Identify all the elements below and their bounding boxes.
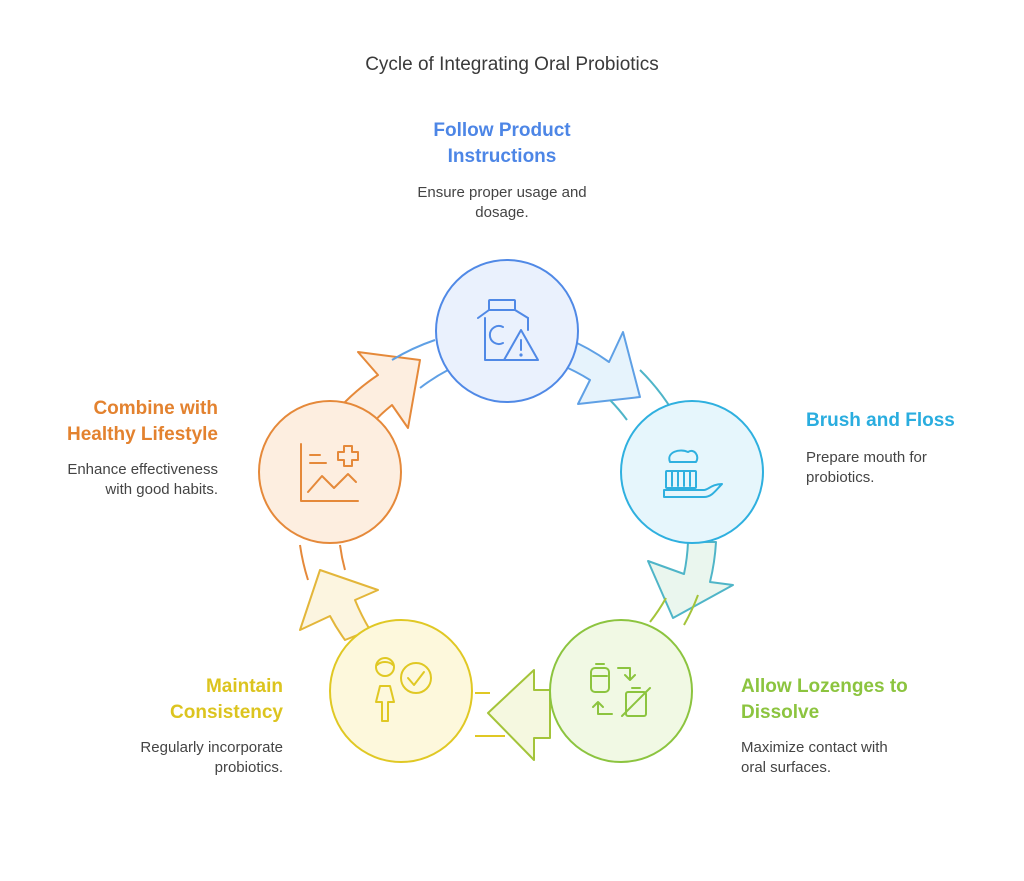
step-title-line: Combine with: [93, 398, 218, 419]
toothbrush-icon: [663, 449, 723, 498]
step-title-line: Healthy Lifestyle: [67, 424, 218, 445]
step-desc-brush-floss: Prepare mouth for probiotics.: [806, 448, 1006, 488]
step-desc-line: oral surfaces.: [741, 759, 832, 776]
step-circle-allow-lozenges[interactable]: [549, 619, 693, 763]
step-title-line: Brush and Floss: [806, 410, 955, 431]
step-desc-line: with good habits.: [105, 481, 218, 498]
step-title-line: Allow Lozenges to: [741, 676, 908, 697]
product-warning-icon: [477, 299, 539, 361]
step-circle-follow-instructions[interactable]: [435, 259, 579, 403]
step-desc-line: Enhance effectiveness: [67, 461, 218, 478]
lozenge-dissolve-icon: [590, 663, 651, 717]
step-title-follow-instructions: Follow Product Instructions: [382, 118, 622, 170]
step-desc-line: probiotics.: [214, 759, 283, 776]
step-title-line: Maintain: [205, 676, 283, 697]
step-desc-line: Regularly incorporate: [140, 739, 283, 756]
step-title-line: Dissolve: [741, 702, 820, 723]
step-title-line: Instructions: [447, 146, 557, 167]
diagram-title: Cycle of Integrating Oral Probiotics: [365, 54, 659, 75]
step-desc-line: dosage.: [475, 204, 529, 221]
person-check-icon: [375, 657, 432, 722]
step-desc-healthy-lifestyle: Enhance effectiveness with good habits.: [18, 460, 218, 500]
step-desc-line: Maximize contact with: [741, 739, 888, 756]
step-title-maintain-consistency: Maintain Consistency: [83, 674, 283, 726]
step-desc-line: Prepare mouth for: [806, 449, 927, 466]
step-title-healthy-lifestyle: Combine with Healthy Lifestyle: [18, 396, 218, 448]
step-desc-follow-instructions: Ensure proper usage and dosage.: [382, 183, 622, 223]
step-desc-line: probiotics.: [806, 469, 875, 486]
step-circle-healthy-lifestyle[interactable]: [258, 400, 402, 544]
step-title-line: Consistency: [170, 702, 283, 723]
step-circles: [258, 259, 764, 763]
health-chart-icon: [300, 443, 359, 502]
step-circle-maintain-consistency[interactable]: [329, 619, 473, 763]
step-title-allow-lozenges: Allow Lozenges to Dissolve: [741, 674, 981, 726]
arrow-step2-to-step3: [647, 541, 734, 619]
step-title-brush-floss: Brush and Floss: [806, 408, 1006, 434]
step-title-line: Follow Product: [433, 120, 571, 141]
arrow-step3-to-step4: [487, 669, 551, 761]
arrow-step4-to-step5: [299, 569, 379, 641]
step-desc-line: Ensure proper usage and: [417, 184, 587, 201]
step-desc-maintain-consistency: Regularly incorporate probiotics.: [63, 738, 283, 778]
step-desc-allow-lozenges: Maximize contact with oral surfaces.: [741, 738, 981, 778]
